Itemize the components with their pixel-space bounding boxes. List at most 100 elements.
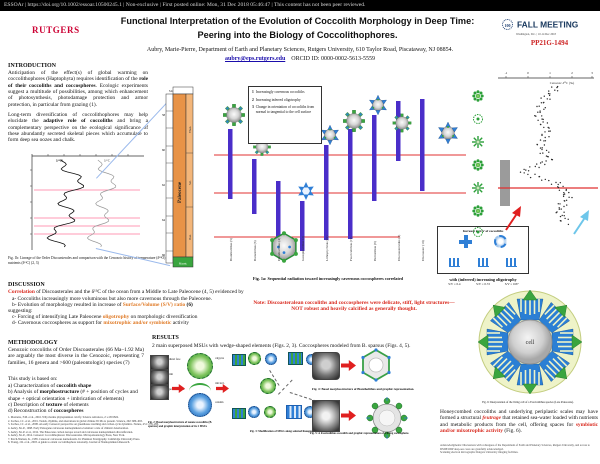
carbon-isotope-scatter-chart: -1 0 1 2 3 Cenozoic δ¹³C (‰) bbox=[471, 71, 598, 237]
svg-text:58: 58 bbox=[162, 113, 166, 117]
methodology-item: b) Analysis of morphostructure (# + posi… bbox=[8, 389, 138, 402]
striped-coccolith-icon bbox=[232, 408, 246, 419]
svg-text:2: 2 bbox=[571, 71, 573, 75]
fig1a-caption-part1: Fig. 1a: Sequential radiation toward inc… bbox=[252, 276, 404, 281]
methodology-item: c) Description of texture of elements bbox=[8, 401, 89, 408]
mini-green-disc-icon bbox=[264, 406, 276, 418]
red-arrow-icon bbox=[341, 410, 356, 421]
sv-ratio-box: Increase in S/V of coccoliths S/V = 0.4 … bbox=[437, 226, 529, 286]
meeting-name: FALL MEETING bbox=[517, 19, 579, 30]
scatter-axis-label: Cenozoic δ¹³C (‰) bbox=[550, 81, 574, 85]
introduction-para1: Anticipation of the effect(s) of global … bbox=[8, 70, 148, 108]
results-heading: RESULTS bbox=[152, 335, 179, 341]
introduction-para2: Long-term diversification of coccolithop… bbox=[8, 112, 148, 144]
living-coccosphere-drawing bbox=[366, 397, 408, 439]
genus-labels: Biantholithus (5) Bomolithus (6) Diantho… bbox=[229, 235, 425, 261]
legend-item-text: Change in orientation of coccoliths from… bbox=[255, 105, 315, 115]
references-block: 1. Monteiro, F.M. et al., 2016. Why mari… bbox=[8, 416, 220, 445]
striped-coccolith-icon bbox=[232, 354, 246, 366]
reference-entry: 8. Young, J.R. et al., 2003. A guide to … bbox=[8, 441, 131, 445]
author-line: Aubry, Marie-Pierre, Department of Earth… bbox=[146, 47, 454, 53]
reference-entry: 7. Perch-Nielsen, K., 1985. Cenozoic cal… bbox=[8, 437, 141, 441]
introduction-heading: INTRODUCTION bbox=[8, 63, 57, 69]
sv-value: S/V = 0.87 bbox=[504, 282, 519, 287]
sem-distal-face-image bbox=[150, 355, 169, 370]
discussion-item-a: a- Coccoliths increasingly more volumino… bbox=[12, 295, 213, 302]
fig4-caption: Fig. 4: Basal morphostructure of Biantho… bbox=[312, 387, 415, 391]
discussion-item-b: b- Evolution of morphology resulted in i… bbox=[12, 301, 193, 308]
orcid-id: ORCID ID: 0000-0002-5613-5559 bbox=[291, 56, 375, 62]
poster-title-line1: Functional Interpretation of the Evoluti… bbox=[120, 16, 475, 26]
methodology-item: d) Reconstruction of coccospheres bbox=[8, 408, 84, 415]
fig2-label-rim-incl: rim incl. bbox=[215, 382, 225, 385]
svg-text:Biantholithus (5): Biantholithus (5) bbox=[229, 238, 233, 261]
blue-arrow-icon bbox=[573, 210, 589, 235]
methodology-heading: METHODOLOGY bbox=[8, 340, 58, 346]
essoar-banner: ESSOAr | https://doi.org/10.1002/essoar.… bbox=[0, 0, 600, 11]
svg-text:Discoasteroides (2): Discoasteroides (2) bbox=[397, 235, 401, 261]
legend-item-text: Increasingly cavernous coccoliths bbox=[255, 90, 305, 94]
reference-entry: 6. Aubry, M.-P., 2014. Cenozoic Coccolit… bbox=[8, 434, 125, 438]
meeting-venue: Washington, D.C. | 10-14 Dec 2018 bbox=[516, 33, 556, 36]
svg-text:Bomolithus (6): Bomolithus (6) bbox=[253, 240, 257, 261]
email-link[interactable]: aubry@eps.rutgers.edu bbox=[225, 56, 286, 62]
svg-text:Diantholithus (4): Diantholithus (4) bbox=[277, 238, 281, 261]
sem-proximal-face-image bbox=[150, 385, 169, 400]
cell-label: cell bbox=[526, 340, 535, 346]
methodology-para1: Cenozoic coccoliths of Order Discoastera… bbox=[8, 347, 144, 366]
red-arrow-icon bbox=[172, 384, 185, 393]
legend-item-number: 1 bbox=[252, 90, 254, 94]
d18o-curve-label: δ¹⁸O bbox=[56, 159, 63, 163]
discussion-item-d: d- Cavernous coccospheres as support for… bbox=[12, 319, 189, 326]
svg-text:Dan.: Dan. bbox=[188, 234, 192, 240]
acknowledgments: Acknowledgments: Discussions with collea… bbox=[440, 444, 590, 455]
poster-id: PP21G-1494 bbox=[530, 38, 569, 47]
svg-text:3: 3 bbox=[591, 71, 593, 75]
svg-text:Than.: Than. bbox=[188, 126, 192, 133]
legend-item-number: 2 bbox=[252, 97, 254, 102]
svg-text:Maastr.: Maastr. bbox=[179, 263, 188, 266]
sem-fasciculith-image bbox=[312, 400, 340, 432]
reference-entry: 4. Aubry, M.-P., 1998. Early Paleogene c… bbox=[8, 426, 129, 430]
fig6-caption: Fig. 6: Interpretation of the living cel… bbox=[482, 401, 574, 404]
svg-text:-1: -1 bbox=[505, 71, 508, 75]
sv-value: S/V = 0.72 bbox=[476, 282, 490, 287]
closing-paragraph: Honeycombed coccoliths and underlying pe… bbox=[440, 409, 599, 434]
fig5-caption: Fig. 5: A Fasciculithus coccolith and gr… bbox=[310, 432, 410, 435]
svg-text:Sel.: Sel. bbox=[188, 180, 192, 185]
interval-bar bbox=[500, 160, 510, 206]
fig2-label-column: column bbox=[215, 401, 224, 404]
svg-text:Fasciculithus (19): Fasciculithus (19) bbox=[349, 237, 353, 261]
svg-text:1: 1 bbox=[549, 71, 551, 75]
fig6-living-cell-diagram: cell bbox=[477, 290, 583, 395]
reference-entry: 1. Monteiro, F.M. et al., 2016. Why mari… bbox=[8, 416, 119, 419]
mini-green-disc-icon bbox=[248, 352, 261, 365]
mini-blue-disc-icon bbox=[265, 353, 277, 365]
fig2-caption: Fig. 2: Basal morphostructure of zonate … bbox=[148, 421, 213, 428]
red-arrow-icon bbox=[216, 384, 229, 393]
legend-item-number: 3 bbox=[252, 105, 254, 110]
discussion-intro: Correlation of Discoasterales and the δ¹… bbox=[8, 289, 244, 295]
sem-coccosphere-image bbox=[312, 352, 340, 380]
methodology-items: a) Characterization of coccolith shape b… bbox=[8, 383, 144, 415]
methodology-intro: This study is based on: bbox=[8, 376, 58, 382]
reference-entry: 3. Zachos, J.C. et al., 2008. An early C… bbox=[8, 423, 159, 427]
fig2-label-rim: rim bbox=[169, 373, 173, 376]
discoaster-note: Note: Discoasteralean coccoliths and coc… bbox=[253, 300, 455, 313]
rutgers-logo: RUTGERS bbox=[32, 25, 80, 35]
svg-text:66: 66 bbox=[162, 253, 166, 257]
poster-title-line2: Peering into the Biology of Coccolithoph… bbox=[197, 30, 398, 40]
svg-text:62: 62 bbox=[162, 183, 166, 187]
fig1b-caption: Fig. 1b: Lineage of the Order Discoaster… bbox=[8, 256, 172, 265]
fig1a-range-chart: Ma 58 60 62 64 66 Paleocene Than. Sel. D… bbox=[162, 86, 466, 268]
svg-text:Gomphiolithus (2): Gomphiolithus (2) bbox=[301, 236, 305, 261]
fasciculith-cross-section-icon bbox=[459, 235, 472, 249]
agu-100-logo-icon: 100 bbox=[502, 18, 513, 30]
sv-box-title: Increase in S/V of coccoliths bbox=[462, 229, 504, 233]
fig1a-caption-part2: with (inferred) increasing oligotrophy bbox=[449, 277, 517, 282]
fig3-caption: Fig. 3: Modification of MSUs along selec… bbox=[249, 430, 313, 433]
svg-text:Paleocene: Paleocene bbox=[178, 181, 183, 203]
mini-green-disc-icon bbox=[260, 378, 276, 394]
correlation-lines bbox=[214, 154, 466, 238]
